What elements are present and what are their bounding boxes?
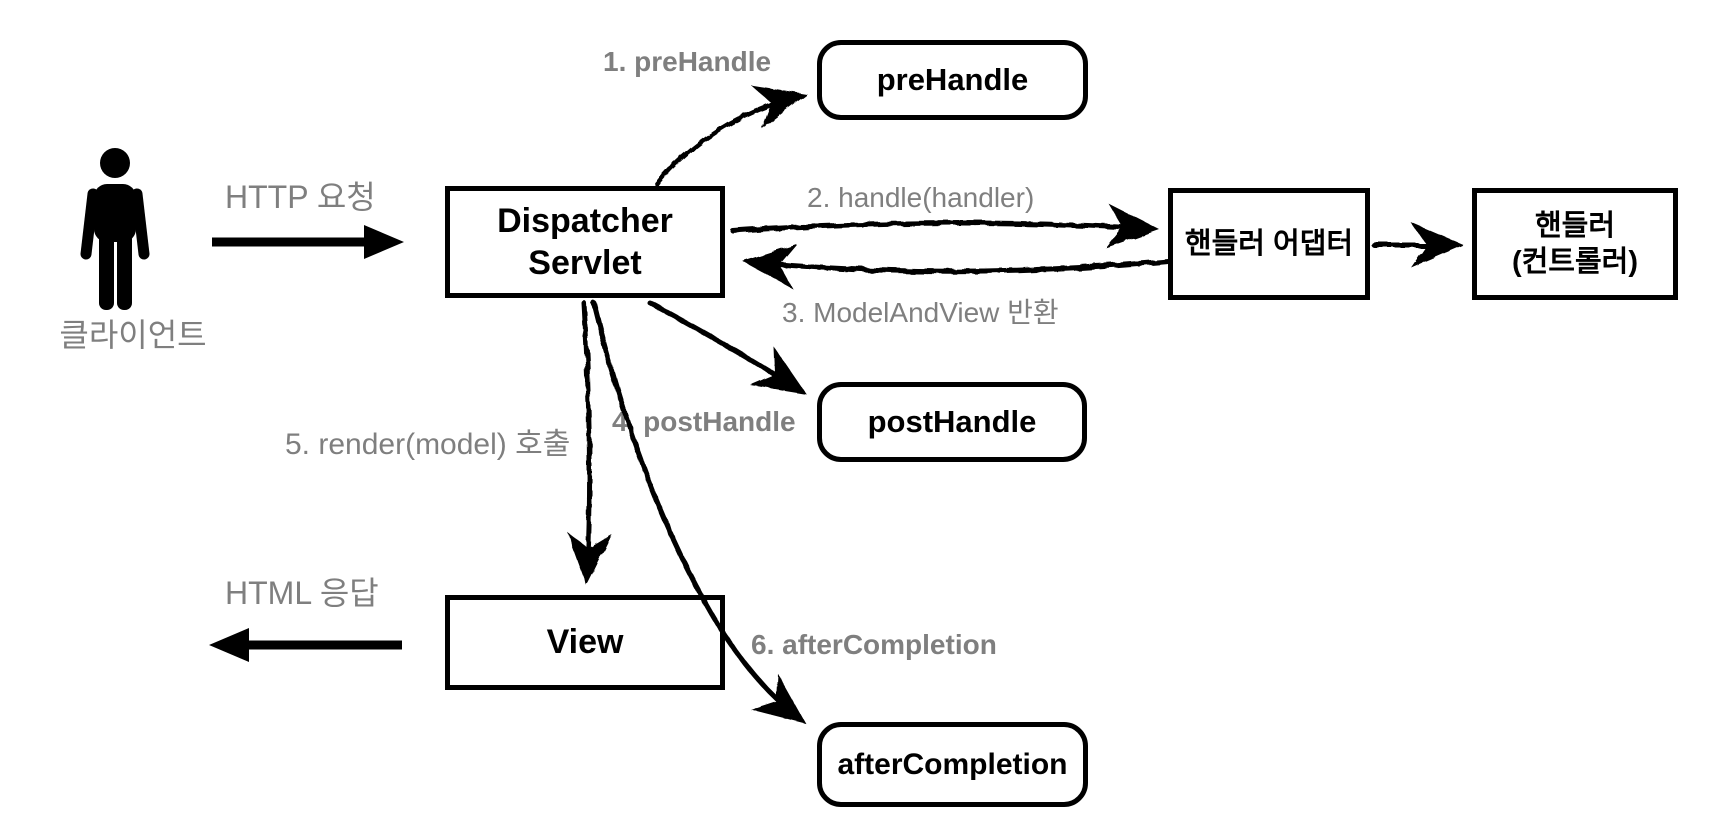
arrow-2-handle	[730, 203, 1160, 249]
client-label: 클라이언트	[59, 317, 207, 353]
handler-adapter-box: 핸들러 어댑터	[1168, 188, 1370, 300]
arrow-5-render-view	[567, 300, 613, 586]
html-response-arrow	[209, 628, 402, 662]
arrow-4-posthandle	[647, 300, 807, 395]
dispatcher-servlet-box: Dispatcher Servlet	[445, 186, 725, 298]
prehandle-label: preHandle	[876, 61, 1029, 97]
dispatcher-servlet-label-line2: Servlet	[528, 244, 642, 282]
step6-label: 6. afterCompletion	[751, 629, 997, 660]
arrow-3-modelandview-return	[742, 243, 1171, 289]
http-request-label: HTTP 요청	[225, 179, 376, 215]
handler-controller-box: 핸들러 (컨트롤러)	[1472, 188, 1678, 300]
arrow-1-prehandle	[654, 85, 808, 187]
step1-label: 1. preHandle	[603, 46, 772, 77]
step4-label: 4. postHandle	[612, 406, 796, 437]
step5-label: 5. render(model) 호출	[285, 428, 571, 461]
posthandle-box: postHandle	[817, 382, 1087, 462]
handler-controller-label-line2: (컨트롤러)	[1511, 246, 1639, 278]
aftercompletion-label: afterCompletion	[837, 747, 1068, 781]
handler-controller-label-line1: 핸들러	[1534, 209, 1616, 242]
view-label: View	[546, 623, 624, 662]
aftercompletion-box: afterCompletion	[817, 722, 1088, 807]
handler-adapter-label: 핸들러 어댑터	[1184, 227, 1354, 260]
step2-label: 2. handle(handler)	[807, 182, 1035, 213]
view-box: View	[445, 595, 725, 690]
step3-label: 3. ModelAndView 반환	[782, 297, 1059, 328]
posthandle-label: postHandle	[867, 403, 1037, 439]
dispatcher-servlet-label-line1: Dispatcher	[497, 201, 673, 240]
prehandle-box: preHandle	[817, 40, 1088, 120]
http-request-arrow	[212, 225, 404, 259]
html-response-label: HTML 응답	[225, 575, 379, 611]
